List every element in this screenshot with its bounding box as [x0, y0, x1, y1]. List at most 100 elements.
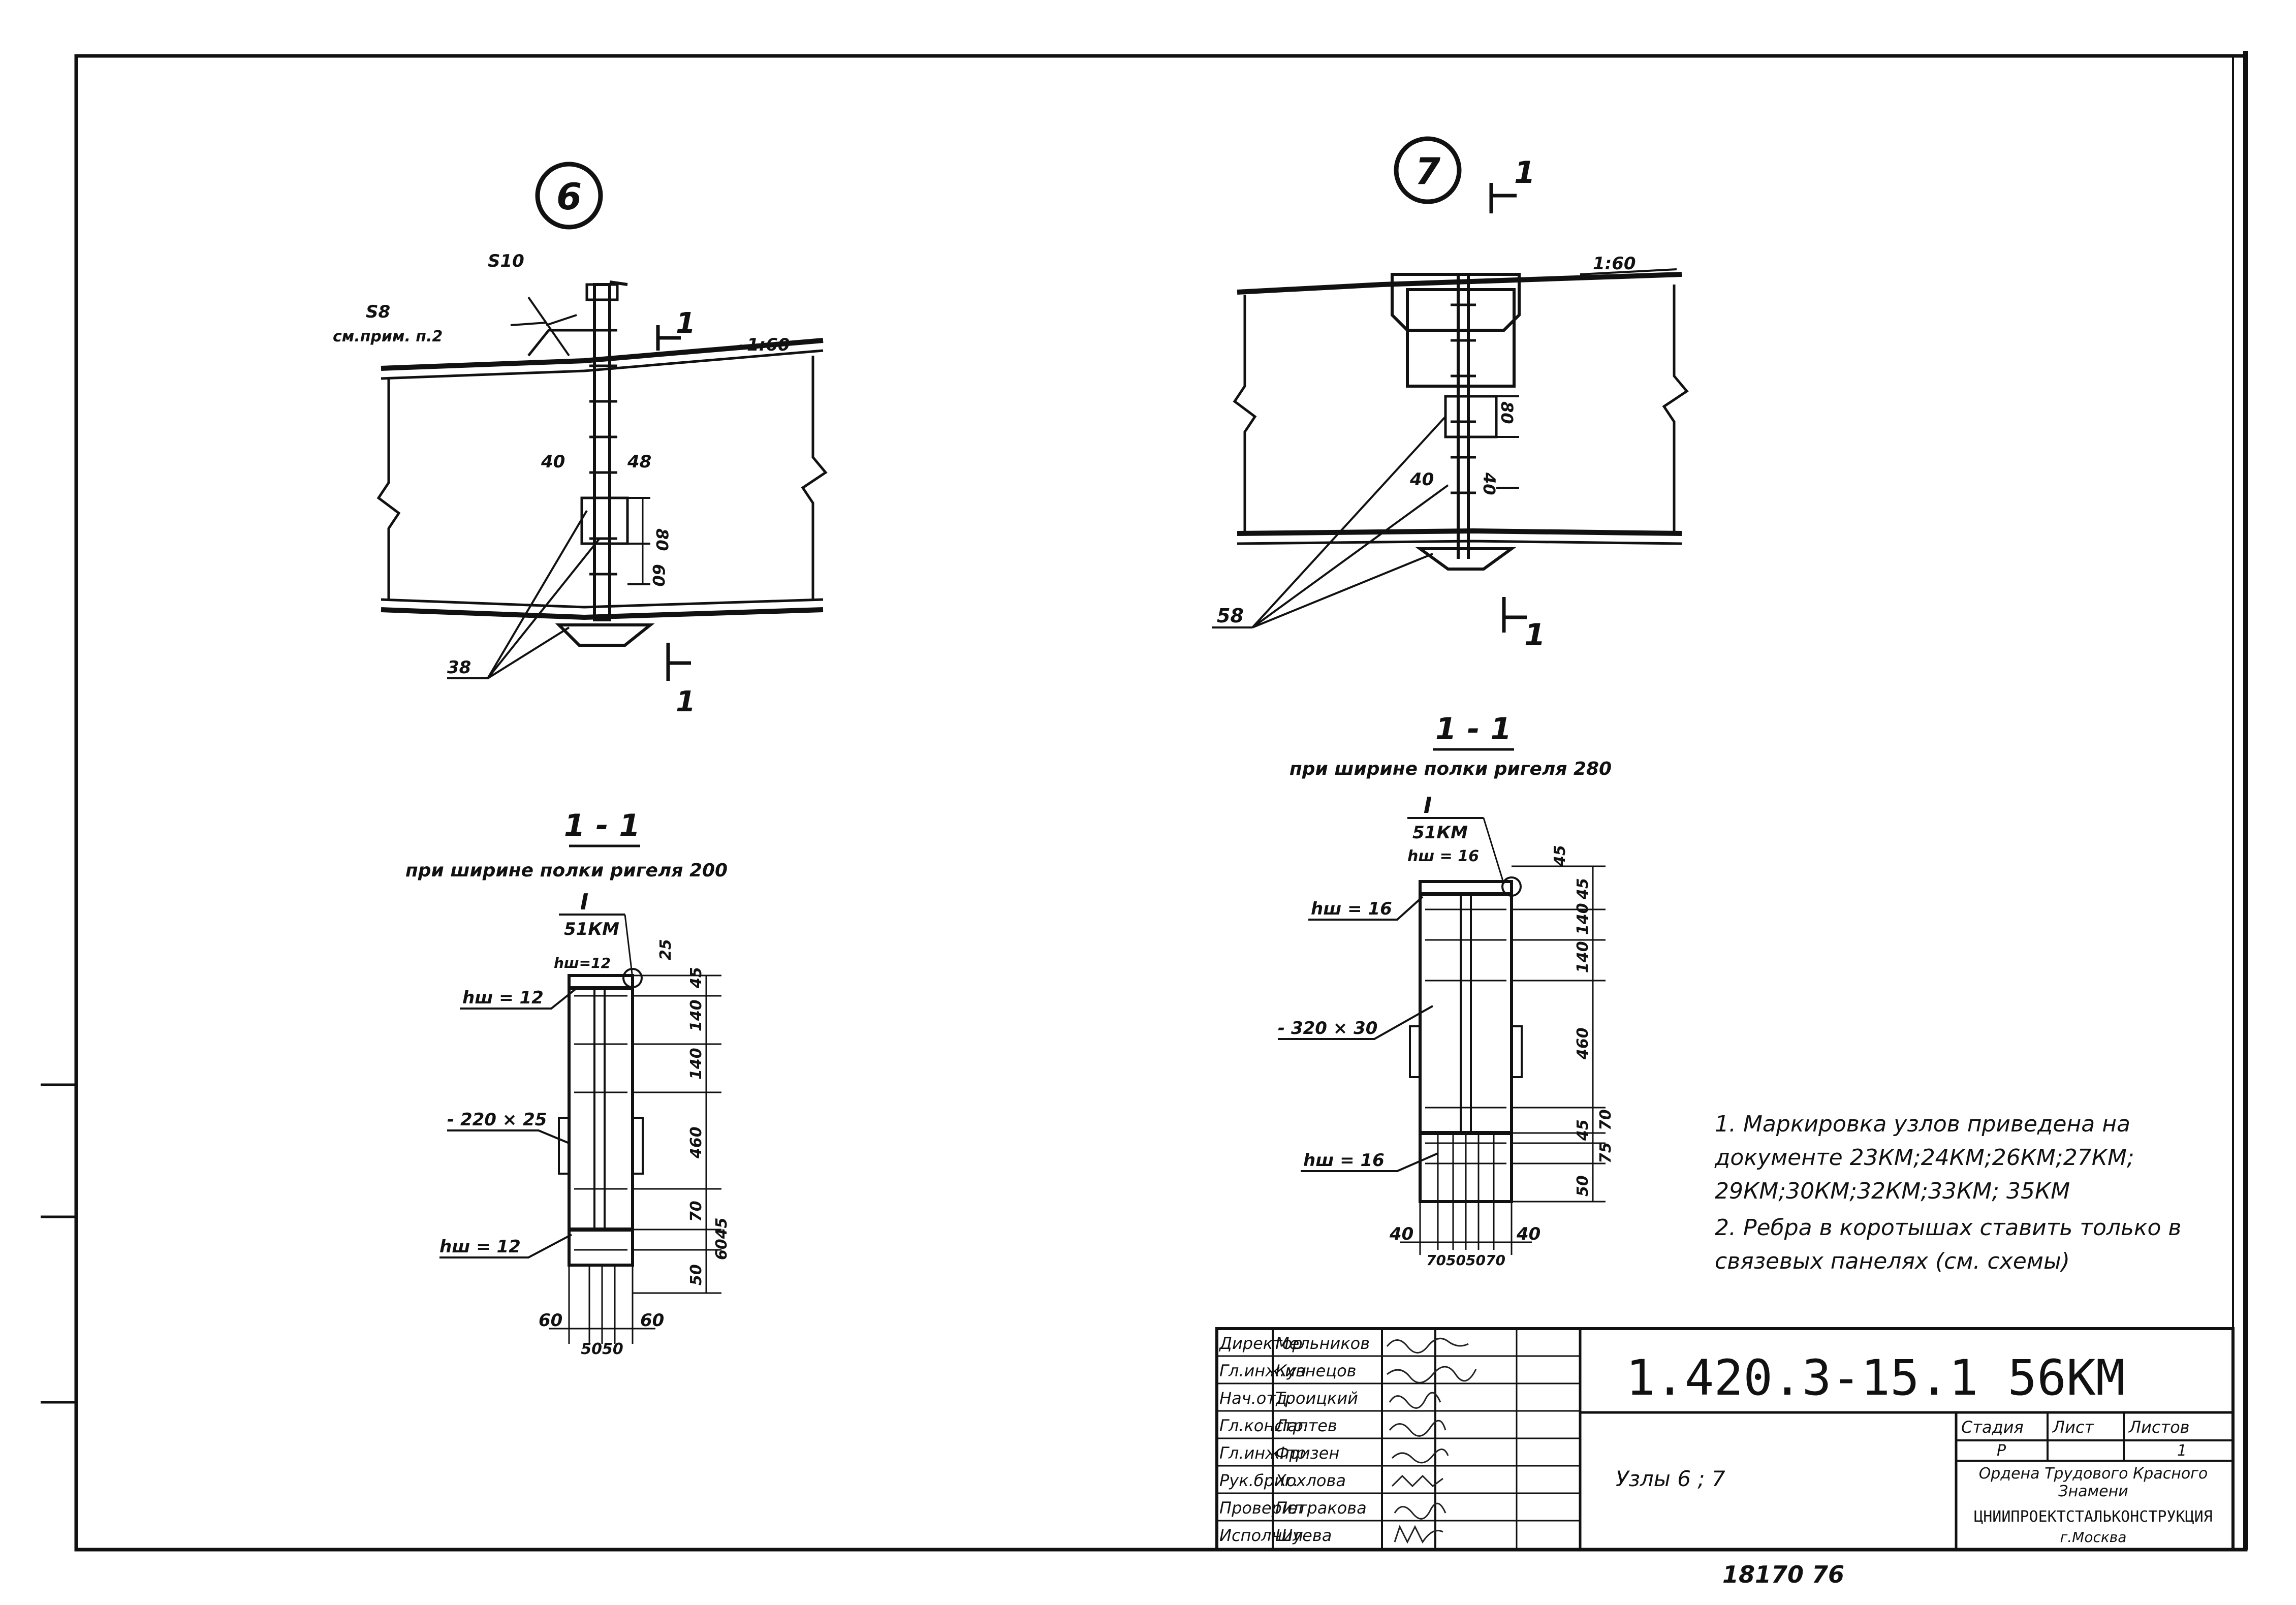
section-right-dim-3: 140: [1574, 941, 1592, 973]
section-right: 1 - 1 при ширине полки ригеля 280 I 51КМ…: [1278, 711, 1615, 1269]
section-right-plate: - 320 × 30: [1278, 1018, 1377, 1038]
tb-name-1: Кузнецов: [1275, 1361, 1357, 1380]
section-left-hw-label: hш = 12: [462, 988, 544, 1008]
node7-dim-40: 40: [1409, 469, 1434, 490]
tb-role-6: Проверил: [1219, 1498, 1303, 1518]
title-block: Директор Гл.инж.ин Нач.отд. Гл.констр. Г…: [1215, 1327, 2235, 1588]
section-left-dim-1: 45: [687, 967, 705, 989]
node6-slope: 1:60: [747, 335, 790, 355]
section-left-dim-3: 140: [687, 1048, 705, 1080]
tb-name-0: Мельников: [1275, 1334, 1370, 1353]
section-left: 1 - 1 при ширине полки ригеля 200 I 51КМ…: [405, 808, 731, 1358]
tb-org-line4: г.Москва: [2060, 1529, 2127, 1546]
tb-role-2: Нач.отд.: [1219, 1389, 1292, 1408]
node6-dim-40: 40: [541, 452, 565, 472]
section-right-dim-0: 45: [1551, 845, 1569, 867]
tb-sheet-title: Узлы 6 ; 7: [1616, 1466, 1725, 1491]
node-7-drawing: 7 1 1 1:60 40 40 8: [1212, 136, 1689, 653]
node6-weld-s8: S8: [366, 302, 390, 322]
node6-weld-s10: S10: [488, 251, 524, 271]
section-right-ref-doc: 51КМ: [1412, 823, 1468, 843]
tb-stage-header: Стадия: [1961, 1418, 2024, 1437]
section-left-dims-bottom: 5050: [581, 1340, 623, 1358]
node-7-number: 7: [1415, 150, 1440, 193]
general-notes: 1. Маркировка узлов приведена на докумен…: [1715, 1108, 2203, 1281]
section-left-dim-left: 60: [539, 1310, 562, 1331]
node-6-drawing: 6: [333, 162, 828, 718]
section-right-dim-8: 50: [1574, 1175, 1592, 1197]
section-left-dim-4: 460: [687, 1126, 705, 1159]
tb-doc-code: 1.420.3-15.1 56КМ: [1626, 1349, 2125, 1406]
section-right-hw-top: hш = 16: [1407, 847, 1479, 865]
tb-sheets-header: Листов: [2128, 1418, 2190, 1437]
section-left-dim-6: 6045: [713, 1218, 731, 1261]
tb-name-6: Петракова: [1275, 1498, 1367, 1518]
tb-role-5: Рук.бриг.: [1219, 1471, 1299, 1490]
section-right-hw-bottom: hш = 16: [1303, 1150, 1385, 1171]
archive-number: 18170 76: [1722, 1561, 1844, 1588]
tb-sheets-value: 1: [2177, 1442, 2187, 1460]
tb-name-3: Лаптев: [1275, 1416, 1337, 1435]
node-6-number: 6: [556, 175, 582, 218]
tb-name-4: Фризен: [1275, 1443, 1339, 1463]
section-right-dims-bottom: 70505070: [1426, 1252, 1505, 1269]
tb-role-4: Гл.инж.пр: [1219, 1443, 1306, 1463]
node6-dim-48: 48: [627, 452, 651, 472]
tb-name-5: Хохлова: [1274, 1471, 1346, 1490]
node6-dim-60: 60: [649, 564, 668, 587]
node6-dim-80: 80: [652, 528, 672, 551]
section-left-ref-num: I: [580, 889, 588, 915]
signatures: [1386, 1337, 1477, 1544]
section-left-subtitle: при ширине полки ригеля 200: [405, 860, 728, 881]
tb-org-line1: Ордена Трудового Красного: [1979, 1465, 2208, 1483]
section-left-dim-0: 25: [657, 939, 675, 960]
section-right-bolts: [1425, 908, 1506, 1165]
section-right-dim-5: 70: [1597, 1109, 1615, 1130]
tb-role-3: Гл.констр.: [1219, 1416, 1308, 1435]
note-2: 2. Ребра в коротышах ставить только в св…: [1715, 1215, 2182, 1274]
section-right-hw-label: hш = 16: [1311, 899, 1392, 919]
node6-weld-38: 38: [447, 657, 471, 678]
section-right-dim-7: 75: [1597, 1142, 1615, 1163]
section-left-title: 1 - 1: [564, 808, 640, 843]
tb-role-0: Директор: [1218, 1334, 1303, 1353]
node6-note-ref: см.прим. п.2: [333, 328, 443, 345]
tb-sheet-header: Лист: [2052, 1418, 2094, 1437]
section-right-dim-4: 460: [1574, 1027, 1592, 1060]
note-1: 1. Маркировка узлов приведена на докумен…: [1715, 1111, 2134, 1204]
section-left-dim-7: 50: [687, 1264, 705, 1285]
tb-org-line2: Знамени: [2058, 1483, 2128, 1500]
section-left-dim-5: 70: [687, 1201, 705, 1222]
section-right-dim-6: 45: [1574, 1119, 1592, 1141]
node7-dim-40b: 40: [1480, 472, 1499, 495]
section-right-dim-1: 45: [1574, 878, 1592, 900]
node7-dim-80: 80: [1497, 401, 1517, 424]
node7-section-mark-bottom: 1: [1524, 617, 1546, 653]
tb-role-1: Гл.инж.ин: [1219, 1361, 1306, 1380]
node7-section-mark-top: 1: [1514, 155, 1535, 191]
node6-section-mark-top: 1: [676, 307, 696, 340]
node-6-marker: [535, 162, 603, 230]
section-left-ref-doc: 51КМ: [564, 919, 619, 939]
section-right-dim-2: 140: [1574, 903, 1592, 935]
tb-stage-value: Р: [1997, 1442, 2006, 1460]
section-right-dim-right: 40: [1516, 1224, 1540, 1244]
node7-slope: 1:60: [1593, 254, 1636, 274]
drawing-frame: [74, 54, 2248, 1552]
node7-weld: 58: [1217, 605, 1244, 627]
section-right-subtitle: при ширине полки ригеля 280: [1289, 759, 1612, 779]
section-left-plate: - 220 × 25: [447, 1110, 547, 1130]
node6-section-mark-bottom: 1: [676, 685, 696, 718]
section-left-dim-right: 60: [640, 1310, 664, 1331]
tb-role-7: Исполнил: [1219, 1526, 1303, 1545]
section-left-bolts: [574, 995, 627, 1251]
section-right-title: 1 - 1: [1435, 711, 1512, 747]
section-left-hw-top: hш=12: [554, 955, 611, 971]
tb-name-7: Шуева: [1275, 1526, 1332, 1545]
tb-org-line3: ЦНИИПРОЕКТСТАЛЬКОНСТРУКЦИЯ: [1974, 1508, 2213, 1526]
section-right-dim-left: 40: [1389, 1224, 1413, 1244]
section-left-dim-2: 140: [687, 999, 705, 1031]
section-right-ref-num: I: [1424, 793, 1432, 819]
node-7-marker: [1394, 136, 1462, 204]
